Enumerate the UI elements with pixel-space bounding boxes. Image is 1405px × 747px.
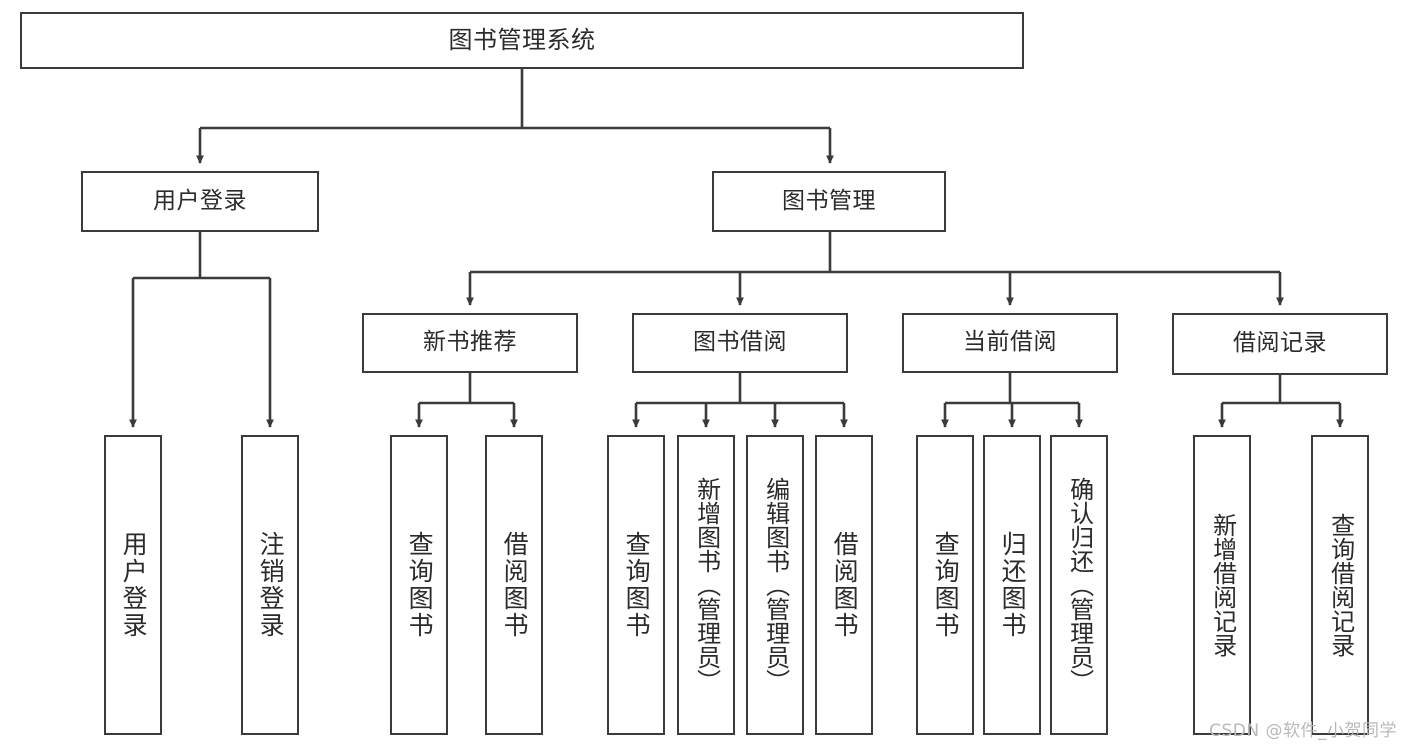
node-leaf-add-borrow-record[interactable]: 新增借阅记录 bbox=[1193, 435, 1251, 735]
node-leaf-borrow-book-recommend[interactable]: 借阅图书 bbox=[485, 435, 543, 735]
node-label: 注销登录 bbox=[256, 531, 286, 639]
node-leaf-query-book-current[interactable]: 查询图书 bbox=[916, 435, 974, 735]
node-label: 新书推荐 bbox=[423, 329, 517, 356]
node-label: 归还图书 bbox=[998, 531, 1028, 639]
node-label: 用户登录 bbox=[119, 531, 149, 639]
node-leaf-return-book[interactable]: 归还图书 bbox=[983, 435, 1041, 735]
node-label: 查询图书 bbox=[931, 531, 961, 639]
node-label: 当前借阅 bbox=[963, 329, 1057, 356]
node-current-borrow[interactable]: 当前借阅 bbox=[902, 313, 1118, 373]
node-leaf-borrow-book[interactable]: 借阅图书 bbox=[815, 435, 873, 735]
node-leaf-confirm-return[interactable]: 确认归还（管理员） bbox=[1050, 435, 1108, 735]
node-leaf-edit-book[interactable]: 编辑图书（管理员） bbox=[746, 435, 804, 735]
node-leaf-user-login[interactable]: 用户登录 bbox=[104, 435, 162, 735]
node-leaf-query-book-borrow[interactable]: 查询图书 bbox=[607, 435, 665, 735]
node-label: 新增图书（管理员） bbox=[692, 477, 721, 693]
node-label: 新增借阅记录 bbox=[1208, 513, 1237, 657]
node-label: 图书借阅 bbox=[693, 329, 787, 356]
node-new-book-recommend[interactable]: 新书推荐 bbox=[362, 313, 578, 373]
node-label: 查询图书 bbox=[622, 531, 652, 639]
node-label: 用户登录 bbox=[153, 187, 247, 214]
csdn-watermark: CSDN @软件_小贺同学 bbox=[1209, 721, 1397, 741]
node-leaf-query-book-recommend[interactable]: 查询图书 bbox=[390, 435, 448, 735]
node-book-management[interactable]: 图书管理 bbox=[712, 171, 946, 232]
node-label: 借阅图书 bbox=[830, 531, 860, 639]
node-root-book-management-system[interactable]: 图书管理系统 bbox=[20, 12, 1024, 69]
node-leaf-logout-login[interactable]: 注销登录 bbox=[241, 435, 299, 735]
node-label: 确认归还（管理员） bbox=[1065, 477, 1094, 693]
node-borrow-record[interactable]: 借阅记录 bbox=[1172, 313, 1388, 375]
node-label: 借阅记录 bbox=[1233, 330, 1327, 357]
node-book-borrow[interactable]: 图书借阅 bbox=[632, 313, 848, 373]
node-user-login[interactable]: 用户登录 bbox=[81, 171, 319, 232]
node-label: 编辑图书（管理员） bbox=[761, 477, 790, 693]
node-label: 借阅图书 bbox=[500, 531, 530, 639]
node-leaf-query-borrow-record[interactable]: 查询借阅记录 bbox=[1311, 435, 1369, 735]
node-label: 查询图书 bbox=[405, 531, 435, 639]
node-label: 图书管理 bbox=[782, 187, 876, 214]
node-label: 查询借阅记录 bbox=[1326, 513, 1355, 657]
node-leaf-add-book[interactable]: 新增图书（管理员） bbox=[677, 435, 735, 735]
node-label: 图书管理系统 bbox=[448, 26, 596, 55]
